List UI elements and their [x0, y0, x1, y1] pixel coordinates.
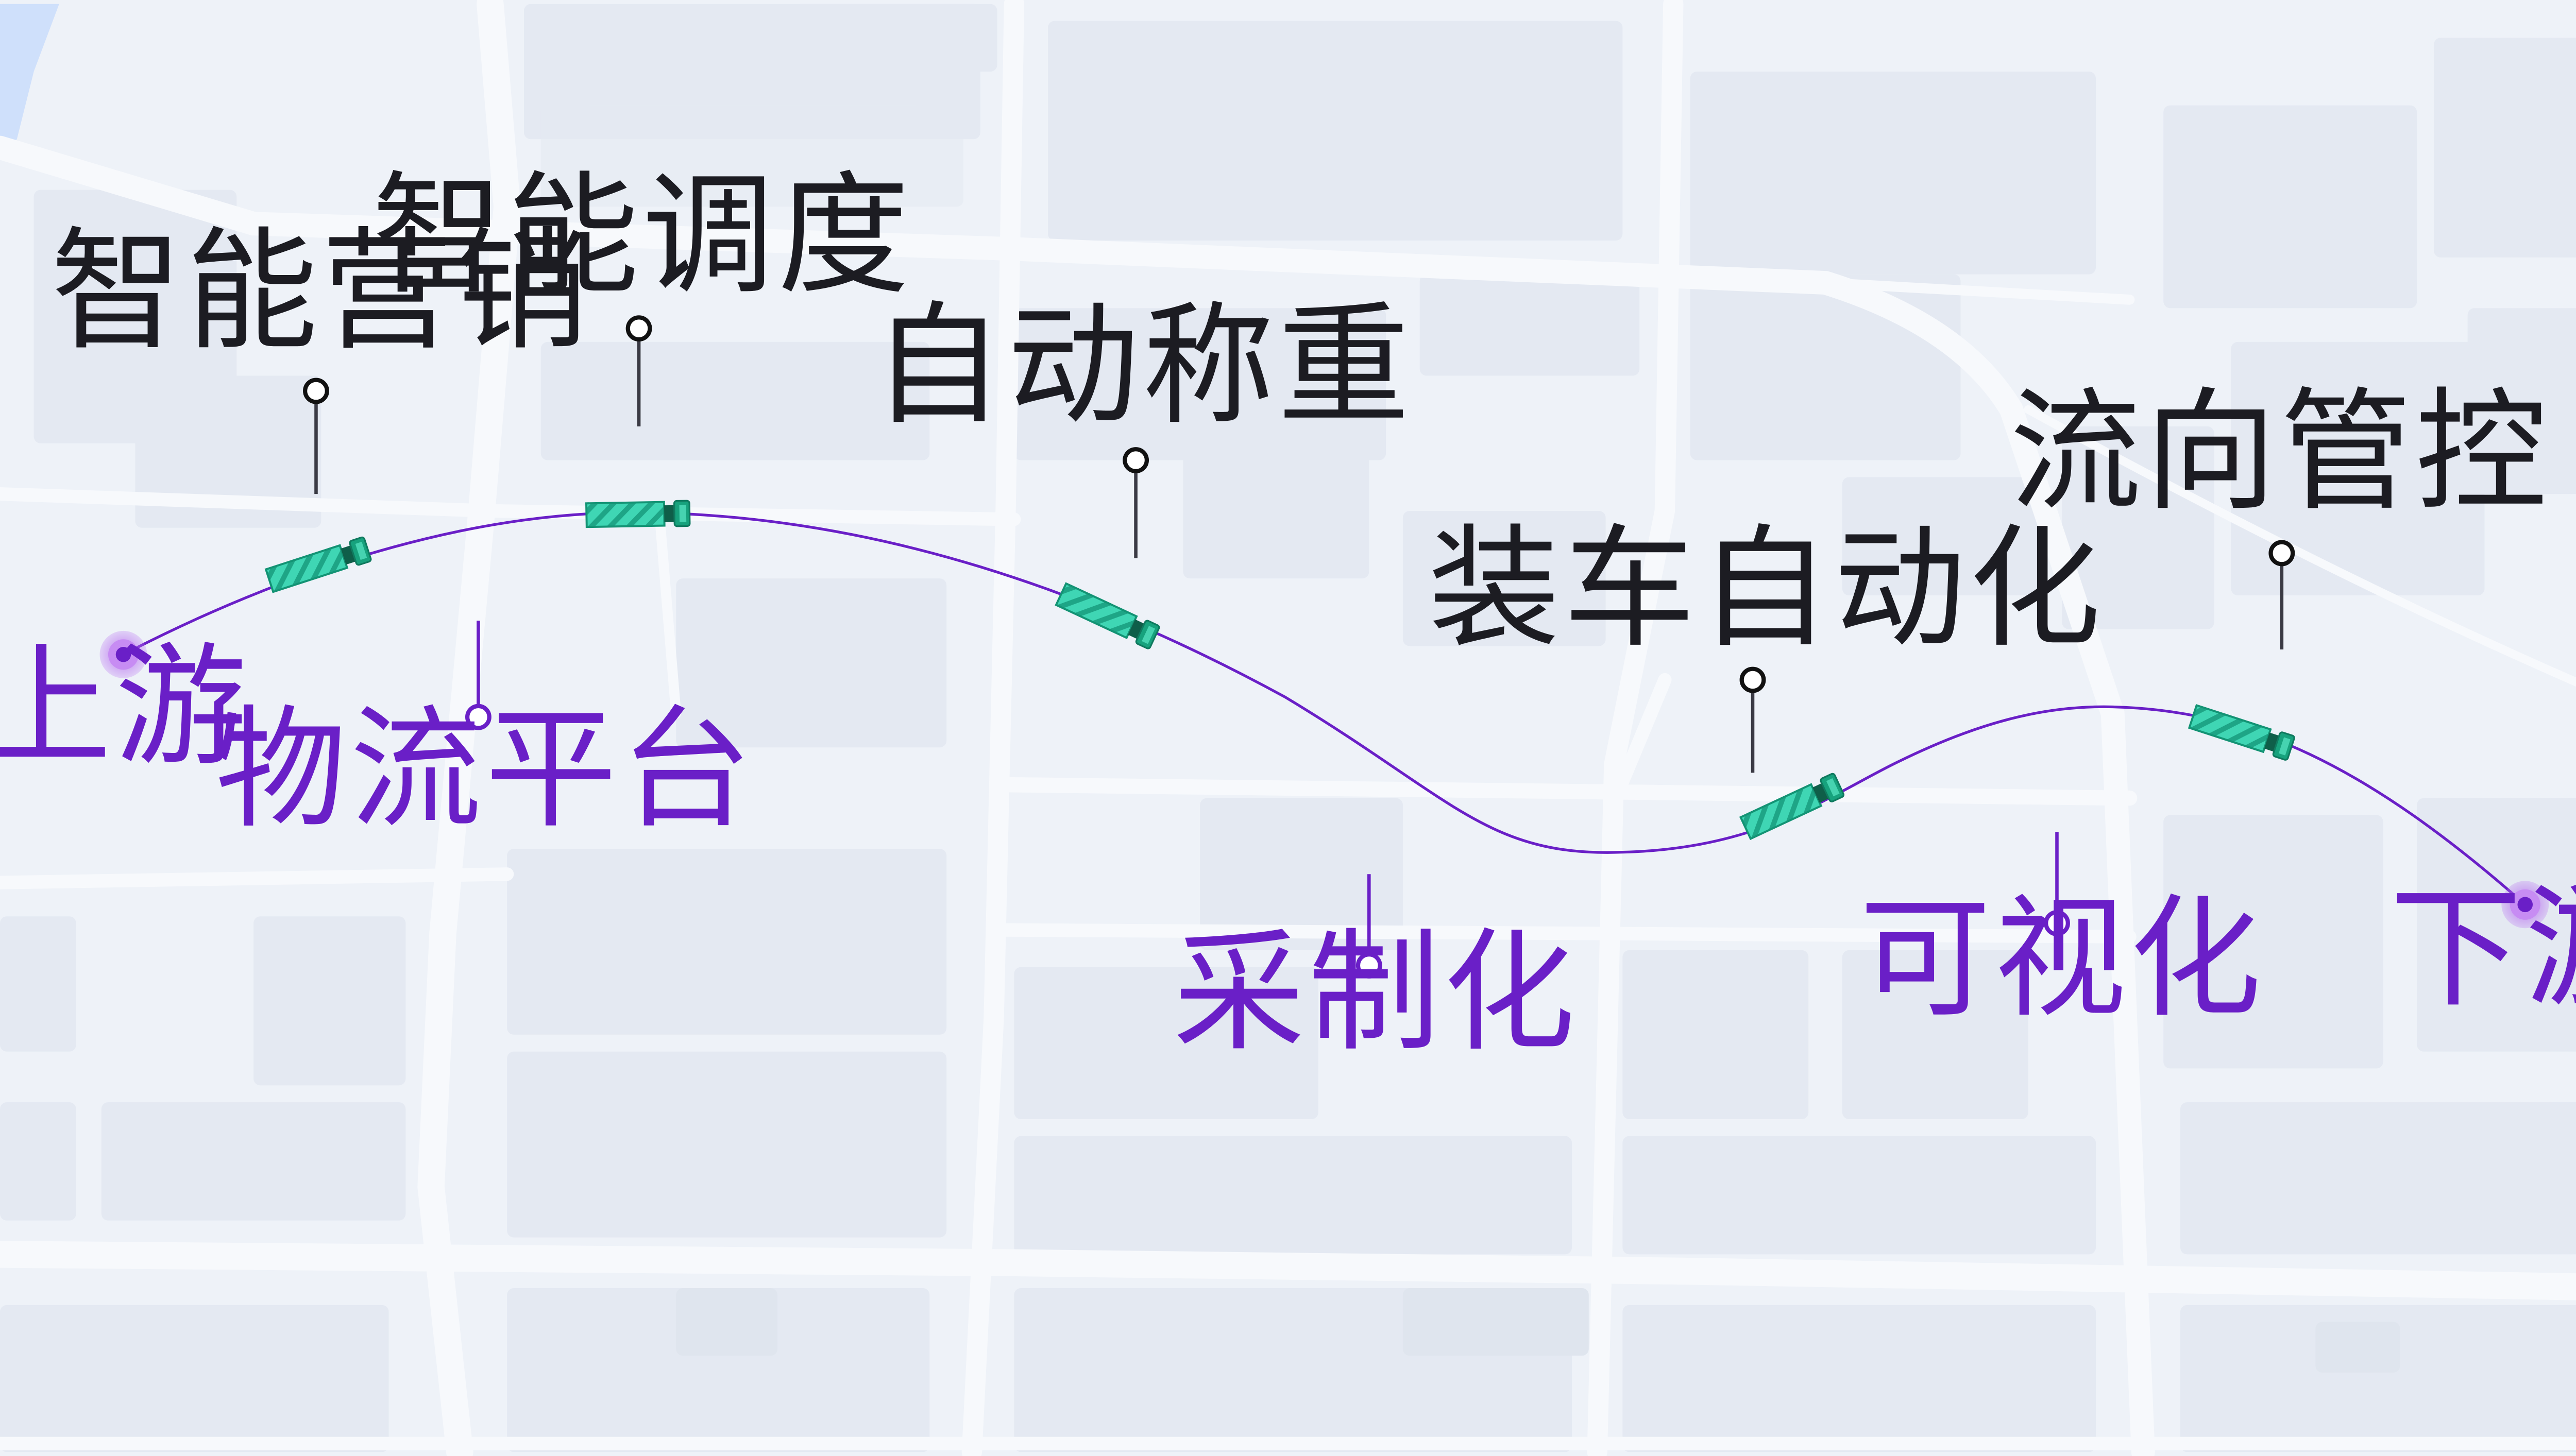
node-label-visualization: 可视化 [1859, 882, 2265, 1036]
end-label: 下游 [2390, 872, 2576, 1025]
start-location-pulse-icon [99, 630, 147, 678]
bottom-marker-3: 可视化 [1859, 832, 2265, 1036]
bottom-marker-2: 采制化 [1173, 874, 1579, 1069]
top-marker-1: 智能营销 [50, 215, 591, 494]
top-marker-4: 装车自动化 [1428, 512, 2104, 773]
node-label-smart-marketing: 智能营销 [50, 215, 591, 368]
truck-icon-2 [585, 500, 691, 529]
top-marker-2: 智能调度 [372, 159, 913, 426]
node-label-logistics-platform: 物流平台 [215, 693, 756, 846]
node-label-sampling-analysis: 采制化 [1173, 916, 1579, 1069]
node-label-flow-control: 流向管控 [2010, 375, 2551, 529]
node-label-auto-loading: 装车自动化 [1428, 512, 2104, 665]
river [0, 4, 59, 157]
city-blocks [0, 4, 2576, 1452]
bottom-marker-1: 物流平台 [215, 621, 756, 846]
node-label-smart-dispatch: 智能调度 [372, 159, 913, 313]
top-marker-3: 自动称重 [872, 289, 1413, 558]
node-label-auto-weighing: 自动称重 [872, 289, 1413, 442]
start-label: 上游 [0, 630, 250, 784]
end-location-pulse-icon [2501, 881, 2549, 929]
top-marker-5: 流向管控 [2010, 375, 2551, 649]
